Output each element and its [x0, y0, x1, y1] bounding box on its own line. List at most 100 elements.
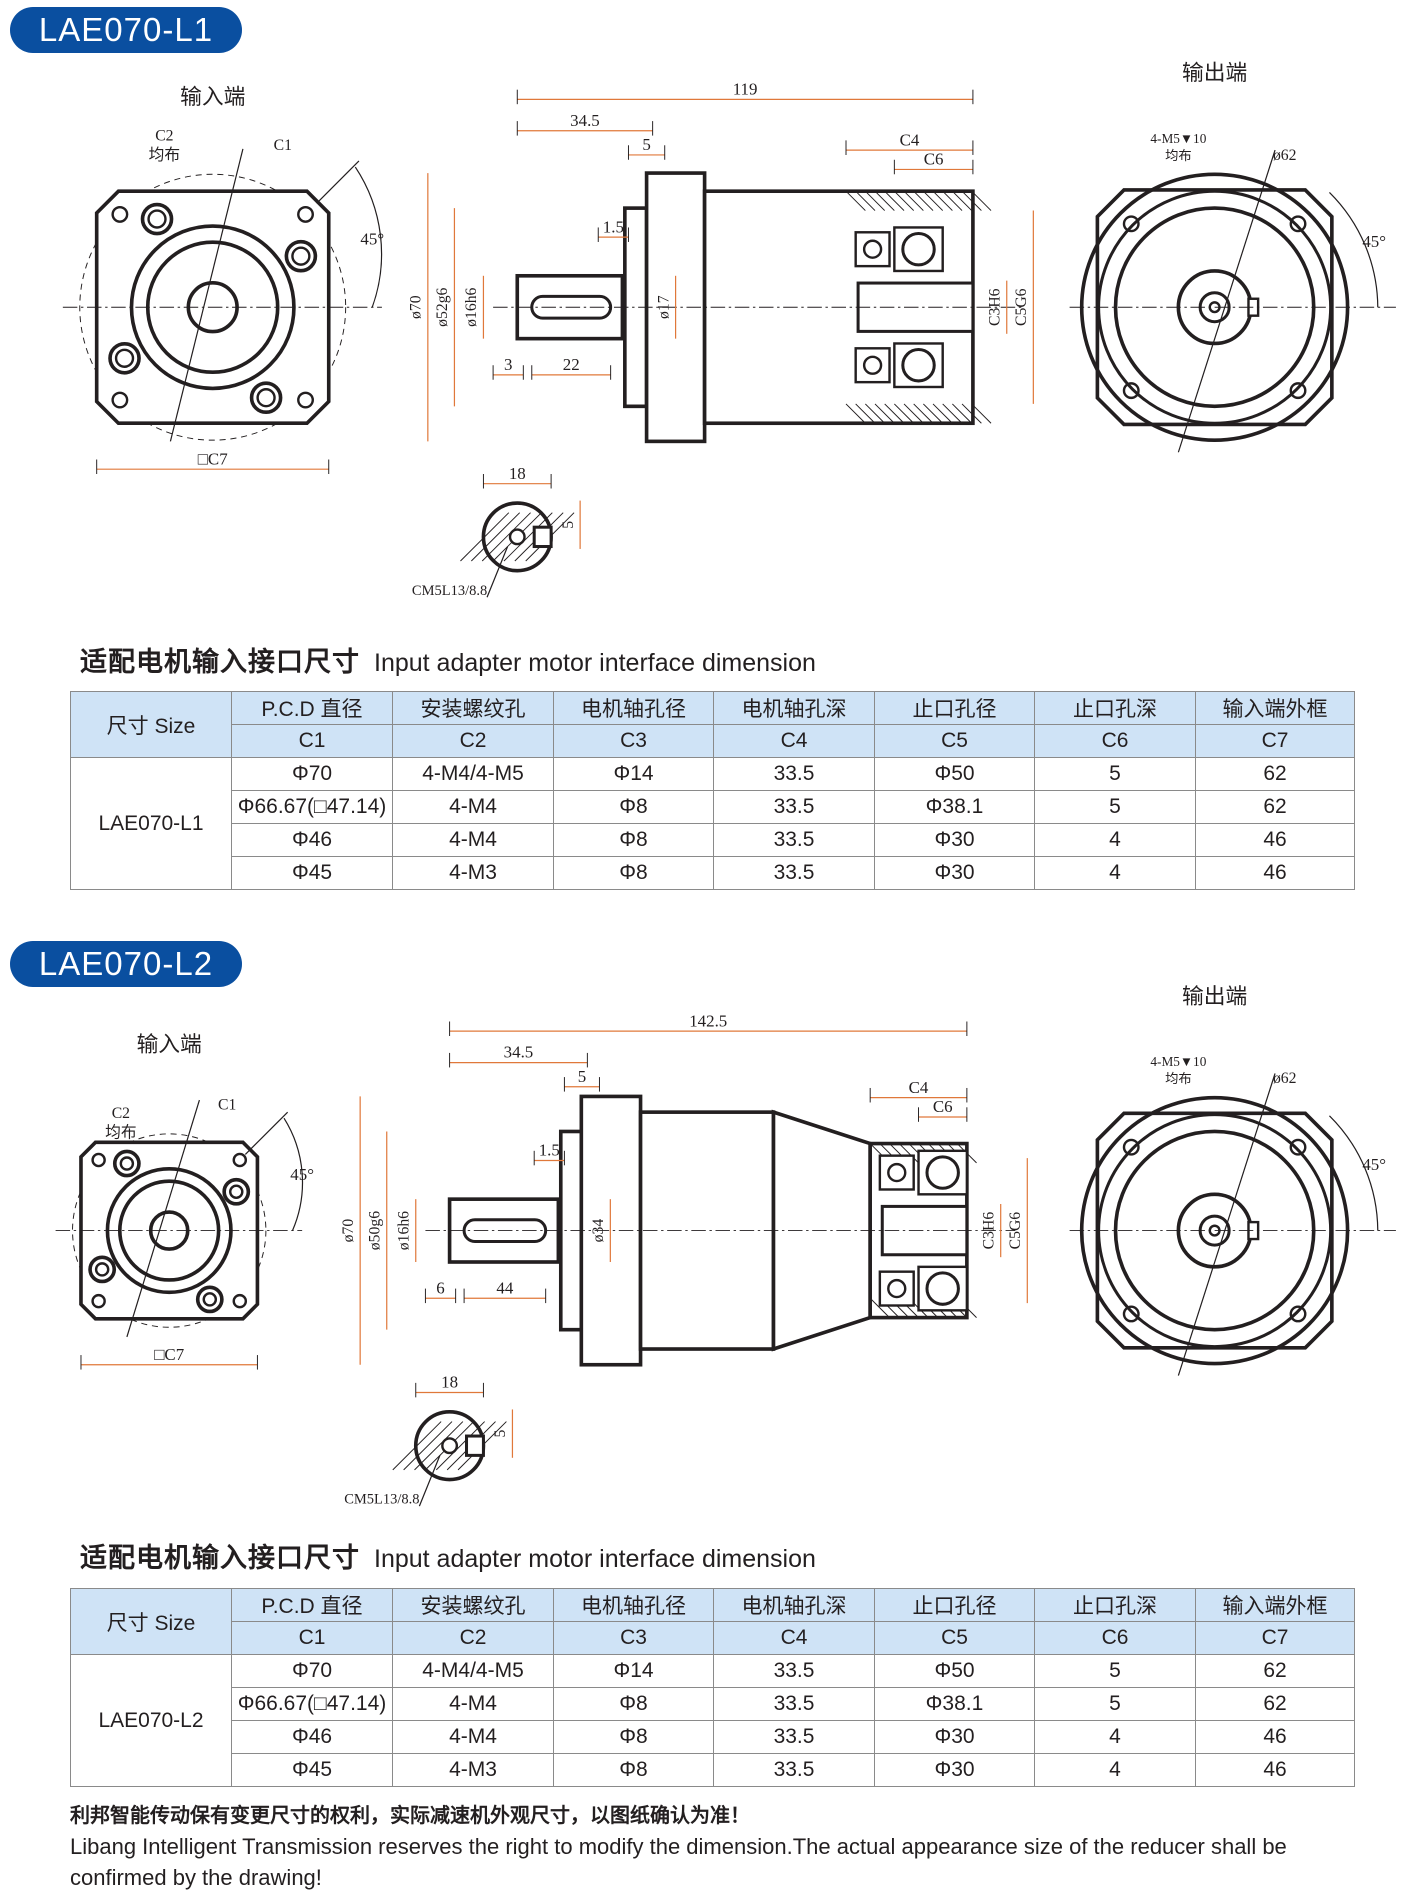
drawing-circle [1289, 1138, 1307, 1156]
angle-arc [1329, 1115, 1379, 1231]
drawing-rect [878, 1154, 915, 1191]
drawing-circle [147, 209, 167, 229]
drawing-circle [862, 355, 883, 375]
input-end-label: 输入端 [180, 85, 245, 109]
table-cell: 4-M3 [392, 1753, 554, 1787]
table-cell: 4-M4 [392, 1687, 554, 1721]
table-cell: 33.5 [713, 1654, 875, 1688]
drawing-line [952, 190, 973, 211]
table-cell: Φ70 [231, 757, 393, 791]
input-end-label: 输入端 [137, 1033, 202, 1057]
cross-section-hatch [845, 190, 992, 424]
header-code: C2 [392, 1621, 554, 1655]
output-holes-label: 4-M5▼10 [1150, 131, 1206, 146]
diameter-70-dimension: ø70 [340, 1219, 357, 1243]
size-header: 尺寸 Size [70, 691, 232, 758]
table-cell: 33.5 [713, 1687, 875, 1721]
drawing-line [961, 403, 982, 424]
drawing-circle [862, 239, 883, 259]
table-cell: Φ30 [874, 856, 1035, 890]
key-height-dimension: 5 [492, 1430, 509, 1438]
table-cell: Φ8 [553, 1687, 714, 1721]
header-cn: 安装螺纹孔 [392, 691, 554, 725]
table-cell: Φ50 [874, 1654, 1035, 1688]
drawing-circle [195, 1285, 224, 1314]
keyway-length-dimension: 44 [496, 1278, 513, 1297]
header-code: C3 [553, 1621, 714, 1655]
table-cell: 4-M4 [392, 1720, 554, 1754]
drawing-circle [249, 381, 283, 415]
table-cell: Φ14 [553, 757, 714, 791]
drawing-line [942, 403, 963, 424]
drawing-line [894, 403, 915, 424]
drawing-line [855, 190, 876, 211]
model-cell: LAE070-L1 [70, 757, 232, 890]
thread-label: CM5L13/8.8 [344, 1492, 419, 1508]
angle-arc [354, 166, 383, 308]
step-diameter-dimension: ø17 [655, 295, 672, 319]
drawing-line [874, 403, 895, 424]
header-cn: 电机轴孔径 [553, 1588, 714, 1622]
table-cell: 33.5 [713, 790, 875, 824]
drawing-circle [108, 341, 141, 375]
header-cn: 止口孔径 [874, 1588, 1035, 1622]
table-cell: 33.5 [713, 757, 875, 791]
drawing-line [923, 403, 944, 424]
diameter-70-dimension: ø70 [408, 295, 425, 319]
drawing-line [845, 403, 866, 424]
c4-dimension: C4 [900, 130, 920, 149]
drawing-circle [284, 239, 318, 273]
drawing-line [169, 148, 244, 442]
angle-arc [283, 1117, 304, 1231]
drawing-circle [91, 1152, 106, 1168]
section-title-l2: 适配电机输入接口尺寸 Input adapter motor interface … [80, 1536, 816, 1575]
drawing-circle [1289, 215, 1307, 233]
drawing-circle [232, 1152, 248, 1168]
table-cell: Φ66.67(□47.14) [231, 1687, 393, 1721]
header-code: C7 [1195, 724, 1355, 758]
drawing-circle [140, 202, 174, 236]
table-cell: Φ46 [231, 823, 393, 857]
table-cell: 4-M4 [392, 823, 554, 857]
table-cell: Φ70 [231, 1654, 393, 1688]
title-en: Input adapter motor interface dimension [374, 1545, 816, 1573]
key-width-dimension: 18 [509, 464, 526, 483]
output-evenly-label: 均布 [1165, 1071, 1192, 1086]
drawing-rect [878, 1270, 915, 1307]
output-holes-label: 4-M5▼10 [1150, 1054, 1206, 1069]
total-length-dimension: 142.5 [689, 1011, 727, 1030]
drawing-circle [887, 1162, 907, 1183]
header-cn: 输入端外框 [1195, 1588, 1355, 1622]
table-cell: 46 [1195, 1720, 1355, 1754]
output-angle-label: 45° [1362, 232, 1386, 251]
c6-dimension: C6 [924, 150, 944, 169]
length-1-5-dimension: 1.5 [539, 1141, 560, 1160]
drawing-line [932, 403, 953, 424]
table-cell: Φ30 [874, 1720, 1035, 1754]
drawing-line [932, 190, 953, 211]
table-cell: 5 [1034, 757, 1196, 791]
header-code: C7 [1195, 1621, 1355, 1655]
keyway-length-dimension: 22 [563, 355, 580, 374]
table-cell: 33.5 [713, 1753, 875, 1787]
table-cell: Φ66.67(□47.14) [231, 790, 393, 824]
length-3-dimension: 6 [436, 1278, 444, 1297]
drawing-circle [1122, 1305, 1140, 1323]
table-cell: Φ46 [231, 1720, 393, 1754]
title-cn: 适配电机输入接口尺寸 [80, 1543, 360, 1574]
total-length-dimension: 119 [733, 80, 758, 99]
table-cell: 4 [1034, 1720, 1196, 1754]
table-cell: 46 [1195, 856, 1355, 890]
drawing-circle [119, 1156, 135, 1171]
drawing-line [903, 190, 924, 211]
table-cell: Φ14 [553, 1654, 714, 1688]
